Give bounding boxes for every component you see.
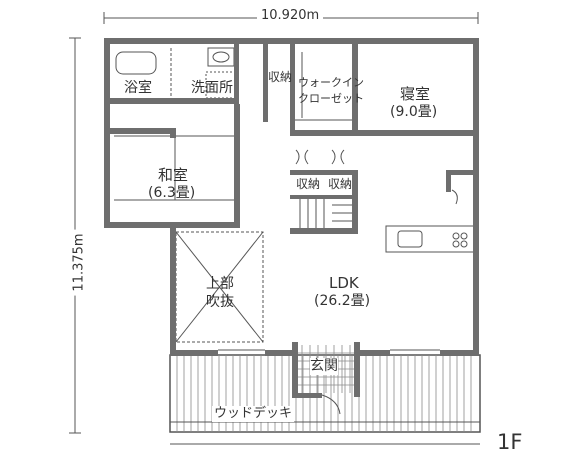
- washitsu-size-label: (6.3畳): [148, 185, 196, 201]
- washroom-label: 洗面所: [191, 80, 233, 96]
- bedroom-size-label: (9.0畳): [390, 104, 438, 120]
- washitsu-name-label: 和室: [158, 166, 189, 184]
- walls: [104, 38, 479, 398]
- bedroom-name-label: 寝室: [400, 85, 431, 103]
- walk-in-closet-label-2: クローゼット: [298, 92, 364, 105]
- storage-mid-right-label: 収納: [328, 177, 353, 191]
- walk-in-closet-label-1: ウォークイン: [298, 76, 364, 89]
- width-dimension-label: 10.920m: [257, 8, 324, 23]
- wood-deck-label: ウッドデッキ: [212, 406, 295, 422]
- ldk-size-label: (26.2畳): [314, 293, 371, 309]
- storage-mid-left-label: 収納: [296, 177, 321, 191]
- entrance-label: 玄関: [310, 358, 338, 375]
- floor-label: 1F: [497, 430, 523, 454]
- bath-label: 浴室: [124, 80, 152, 96]
- void-label-2: 吹抜: [206, 294, 234, 310]
- storage-top-label: 収納: [268, 70, 293, 84]
- depth-dimension-label: 11.375m: [71, 229, 87, 296]
- ldk-name-label: LDK: [329, 274, 359, 292]
- void-label-1: 上部: [206, 276, 234, 292]
